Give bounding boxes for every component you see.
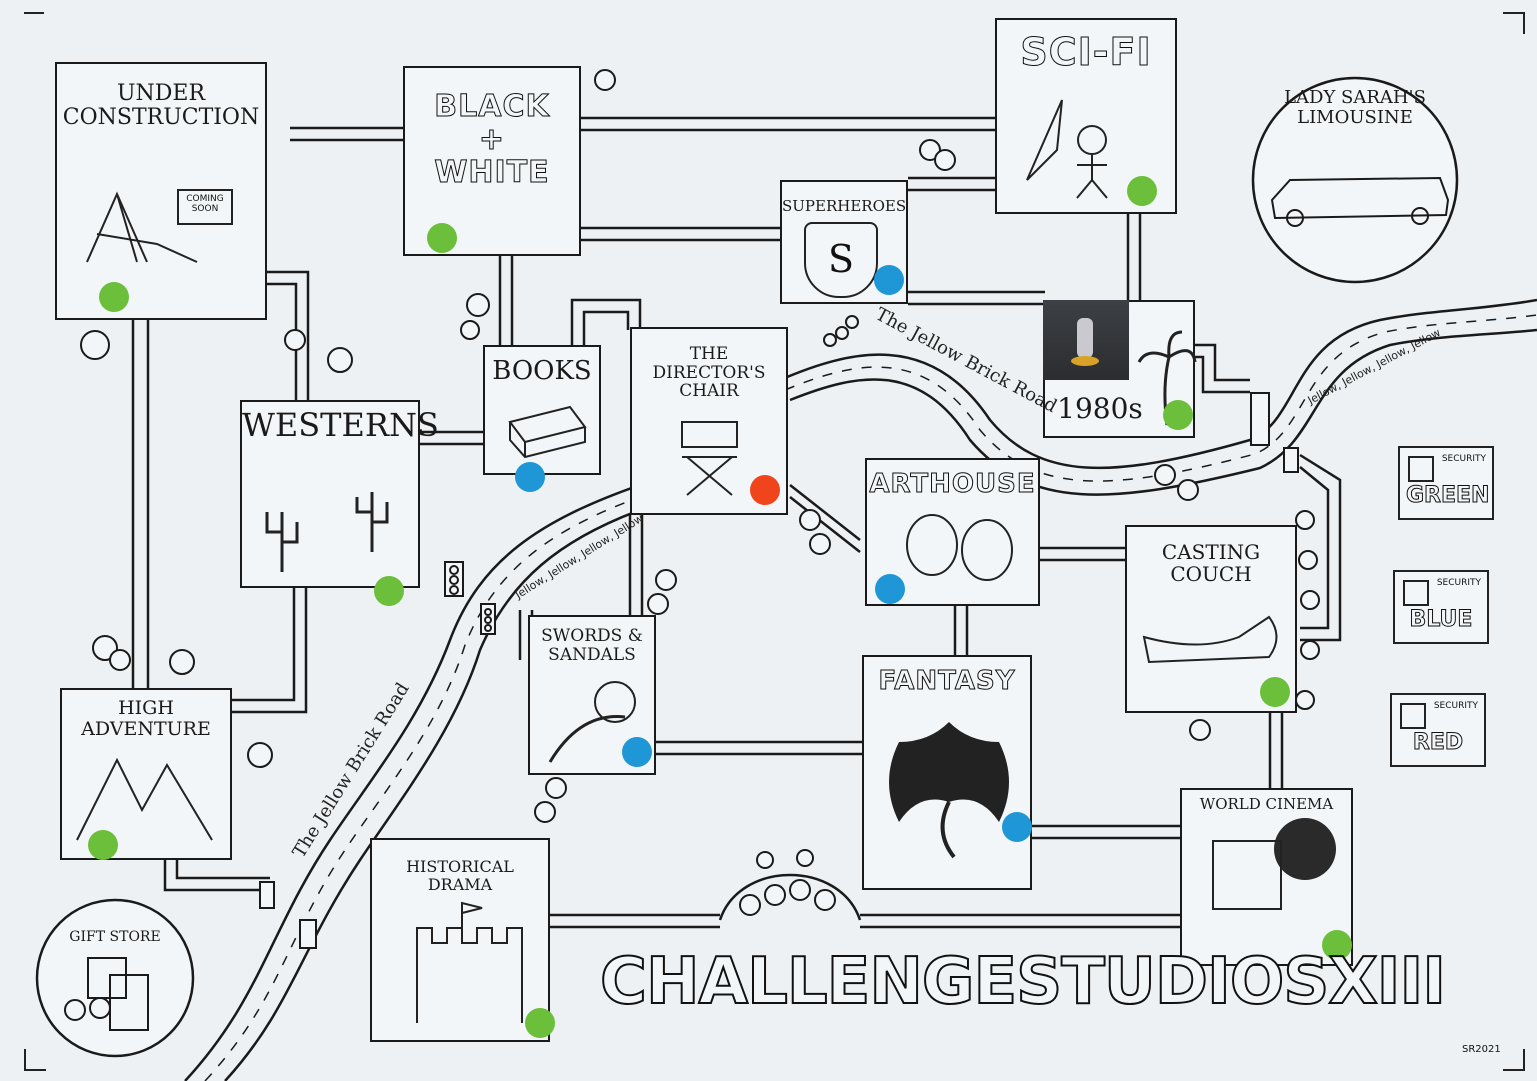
token-green[interactable] xyxy=(1163,400,1193,430)
corner-mark xyxy=(1503,1049,1525,1071)
location-historical-drama[interactable]: HISTORICAL DRAMA xyxy=(370,838,555,1042)
token-green[interactable] xyxy=(1260,677,1290,707)
dragon-icon xyxy=(889,722,1009,859)
security-word: RED xyxy=(1412,730,1464,756)
palm-tree-icon xyxy=(1137,330,1197,426)
bush-decorations xyxy=(80,69,1320,916)
globe-icon xyxy=(1274,818,1336,880)
location-title: HISTORICAL DRAMA xyxy=(406,857,514,894)
location-arthouse[interactable]: ARTHOUSE xyxy=(865,458,1040,606)
security-card-green[interactable]: SECURITY GREEN xyxy=(1398,446,1494,520)
location-title: BOOKS xyxy=(492,356,592,386)
security-word: BLUE xyxy=(1409,607,1473,633)
location-swords-sandals[interactable]: SWORDS & SANDALS xyxy=(528,615,656,775)
directors-chair-icon xyxy=(681,421,738,496)
astronaut-rocket-icon xyxy=(1026,99,1108,199)
gift-store-circle[interactable] xyxy=(35,898,195,1058)
security-card-blue[interactable]: SECURITY BLUE xyxy=(1393,570,1489,644)
location-title: CASTING COUCH xyxy=(1161,540,1261,586)
location-world-cinema[interactable]: WORLD CINEMA xyxy=(1180,788,1353,966)
token-green[interactable] xyxy=(88,830,118,860)
token-red[interactable] xyxy=(750,475,780,505)
location-black-white[interactable]: BLACK + WHITE xyxy=(403,66,581,256)
security-label: SECURITY xyxy=(1436,578,1481,588)
token-green[interactable] xyxy=(99,282,129,312)
location-title: FANTASY xyxy=(878,666,1016,696)
location-title: WORLD CINEMA xyxy=(1199,795,1334,813)
location-title: 1980s xyxy=(1057,392,1143,425)
location-title: WESTERNS xyxy=(242,406,439,444)
location-high-adventure[interactable]: HIGH ADVENTURE xyxy=(60,688,232,860)
construction-icon xyxy=(86,191,198,263)
miniature-figure-icon xyxy=(1077,318,1093,358)
location-superheroes[interactable]: SUPERHEROES S xyxy=(780,180,908,304)
location-directors-chair[interactable]: THE DIRECTOR'S CHAIR xyxy=(630,327,788,515)
location-westerns[interactable]: WESTERNS xyxy=(240,400,439,606)
security-word: GREEN xyxy=(1406,483,1490,509)
location-title: SUPERHEROES xyxy=(782,197,907,215)
location-casting-couch[interactable]: CASTING COUCH xyxy=(1125,525,1297,713)
artist-signature: SR2021 xyxy=(1462,1044,1501,1055)
pagoda-icon xyxy=(1212,840,1282,910)
superhero-shield-icon: S xyxy=(804,222,878,298)
location-title: ARTHOUSE xyxy=(869,469,1036,499)
location-books[interactable]: BOOKS xyxy=(483,345,601,492)
token-green[interactable] xyxy=(427,223,457,253)
traffic-light-icons xyxy=(259,392,1299,949)
token-green[interactable] xyxy=(525,1008,555,1038)
location-title: UNDER CONSTRUCTION xyxy=(62,81,260,131)
board-title: CHALLENGESTUDIOSXIII xyxy=(599,944,1447,1020)
location-title: SCI-FI xyxy=(1020,30,1152,74)
sword-shield-icon xyxy=(548,681,636,763)
token-green[interactable] xyxy=(1322,930,1352,960)
corner-mark xyxy=(1503,12,1525,34)
location-title: SWORDS & SANDALS xyxy=(541,626,643,665)
location-title: HIGH ADVENTURE xyxy=(81,697,211,740)
security-square xyxy=(1408,456,1434,482)
castle-icon xyxy=(416,901,523,1023)
location-under-construction[interactable]: UNDER CONSTRUCTION COMING SOON xyxy=(55,62,267,320)
security-card-red[interactable]: SECURITY RED xyxy=(1390,693,1486,767)
books-icon xyxy=(508,405,587,459)
security-square xyxy=(1400,703,1426,729)
security-square xyxy=(1403,580,1429,606)
gift-box-icon xyxy=(64,957,149,1031)
security-label: SECURITY xyxy=(1441,454,1486,464)
location-fantasy[interactable]: FANTASY xyxy=(862,655,1032,890)
token-blue[interactable] xyxy=(622,737,652,767)
connector-paths xyxy=(131,116,1342,929)
token-blue[interactable] xyxy=(1002,812,1032,842)
cactus-icon xyxy=(265,492,389,572)
corner-mark xyxy=(24,1049,46,1071)
limousine-icon xyxy=(1270,176,1450,227)
token-green[interactable] xyxy=(1127,176,1157,206)
token-blue[interactable] xyxy=(875,574,905,604)
figure-base xyxy=(1071,356,1099,366)
location-title: THE DIRECTOR'S CHAIR xyxy=(652,344,766,402)
location-title: BLACK + WHITE xyxy=(434,89,550,190)
theatre-masks-icon xyxy=(906,514,1013,581)
mountains-icon xyxy=(76,757,213,841)
location-sci-fi[interactable]: SCI-FI xyxy=(995,18,1177,214)
token-blue[interactable] xyxy=(874,265,904,295)
yellow-brick-road xyxy=(184,298,1537,1081)
coming-soon-sign: COMING SOON xyxy=(177,189,233,225)
miniature-figure-photo[interactable] xyxy=(1043,300,1129,380)
token-blue[interactable] xyxy=(515,462,545,492)
couch-icon xyxy=(1142,615,1278,664)
token-green[interactable] xyxy=(374,576,404,606)
security-label: SECURITY xyxy=(1433,701,1478,711)
corner-mark xyxy=(24,12,44,34)
